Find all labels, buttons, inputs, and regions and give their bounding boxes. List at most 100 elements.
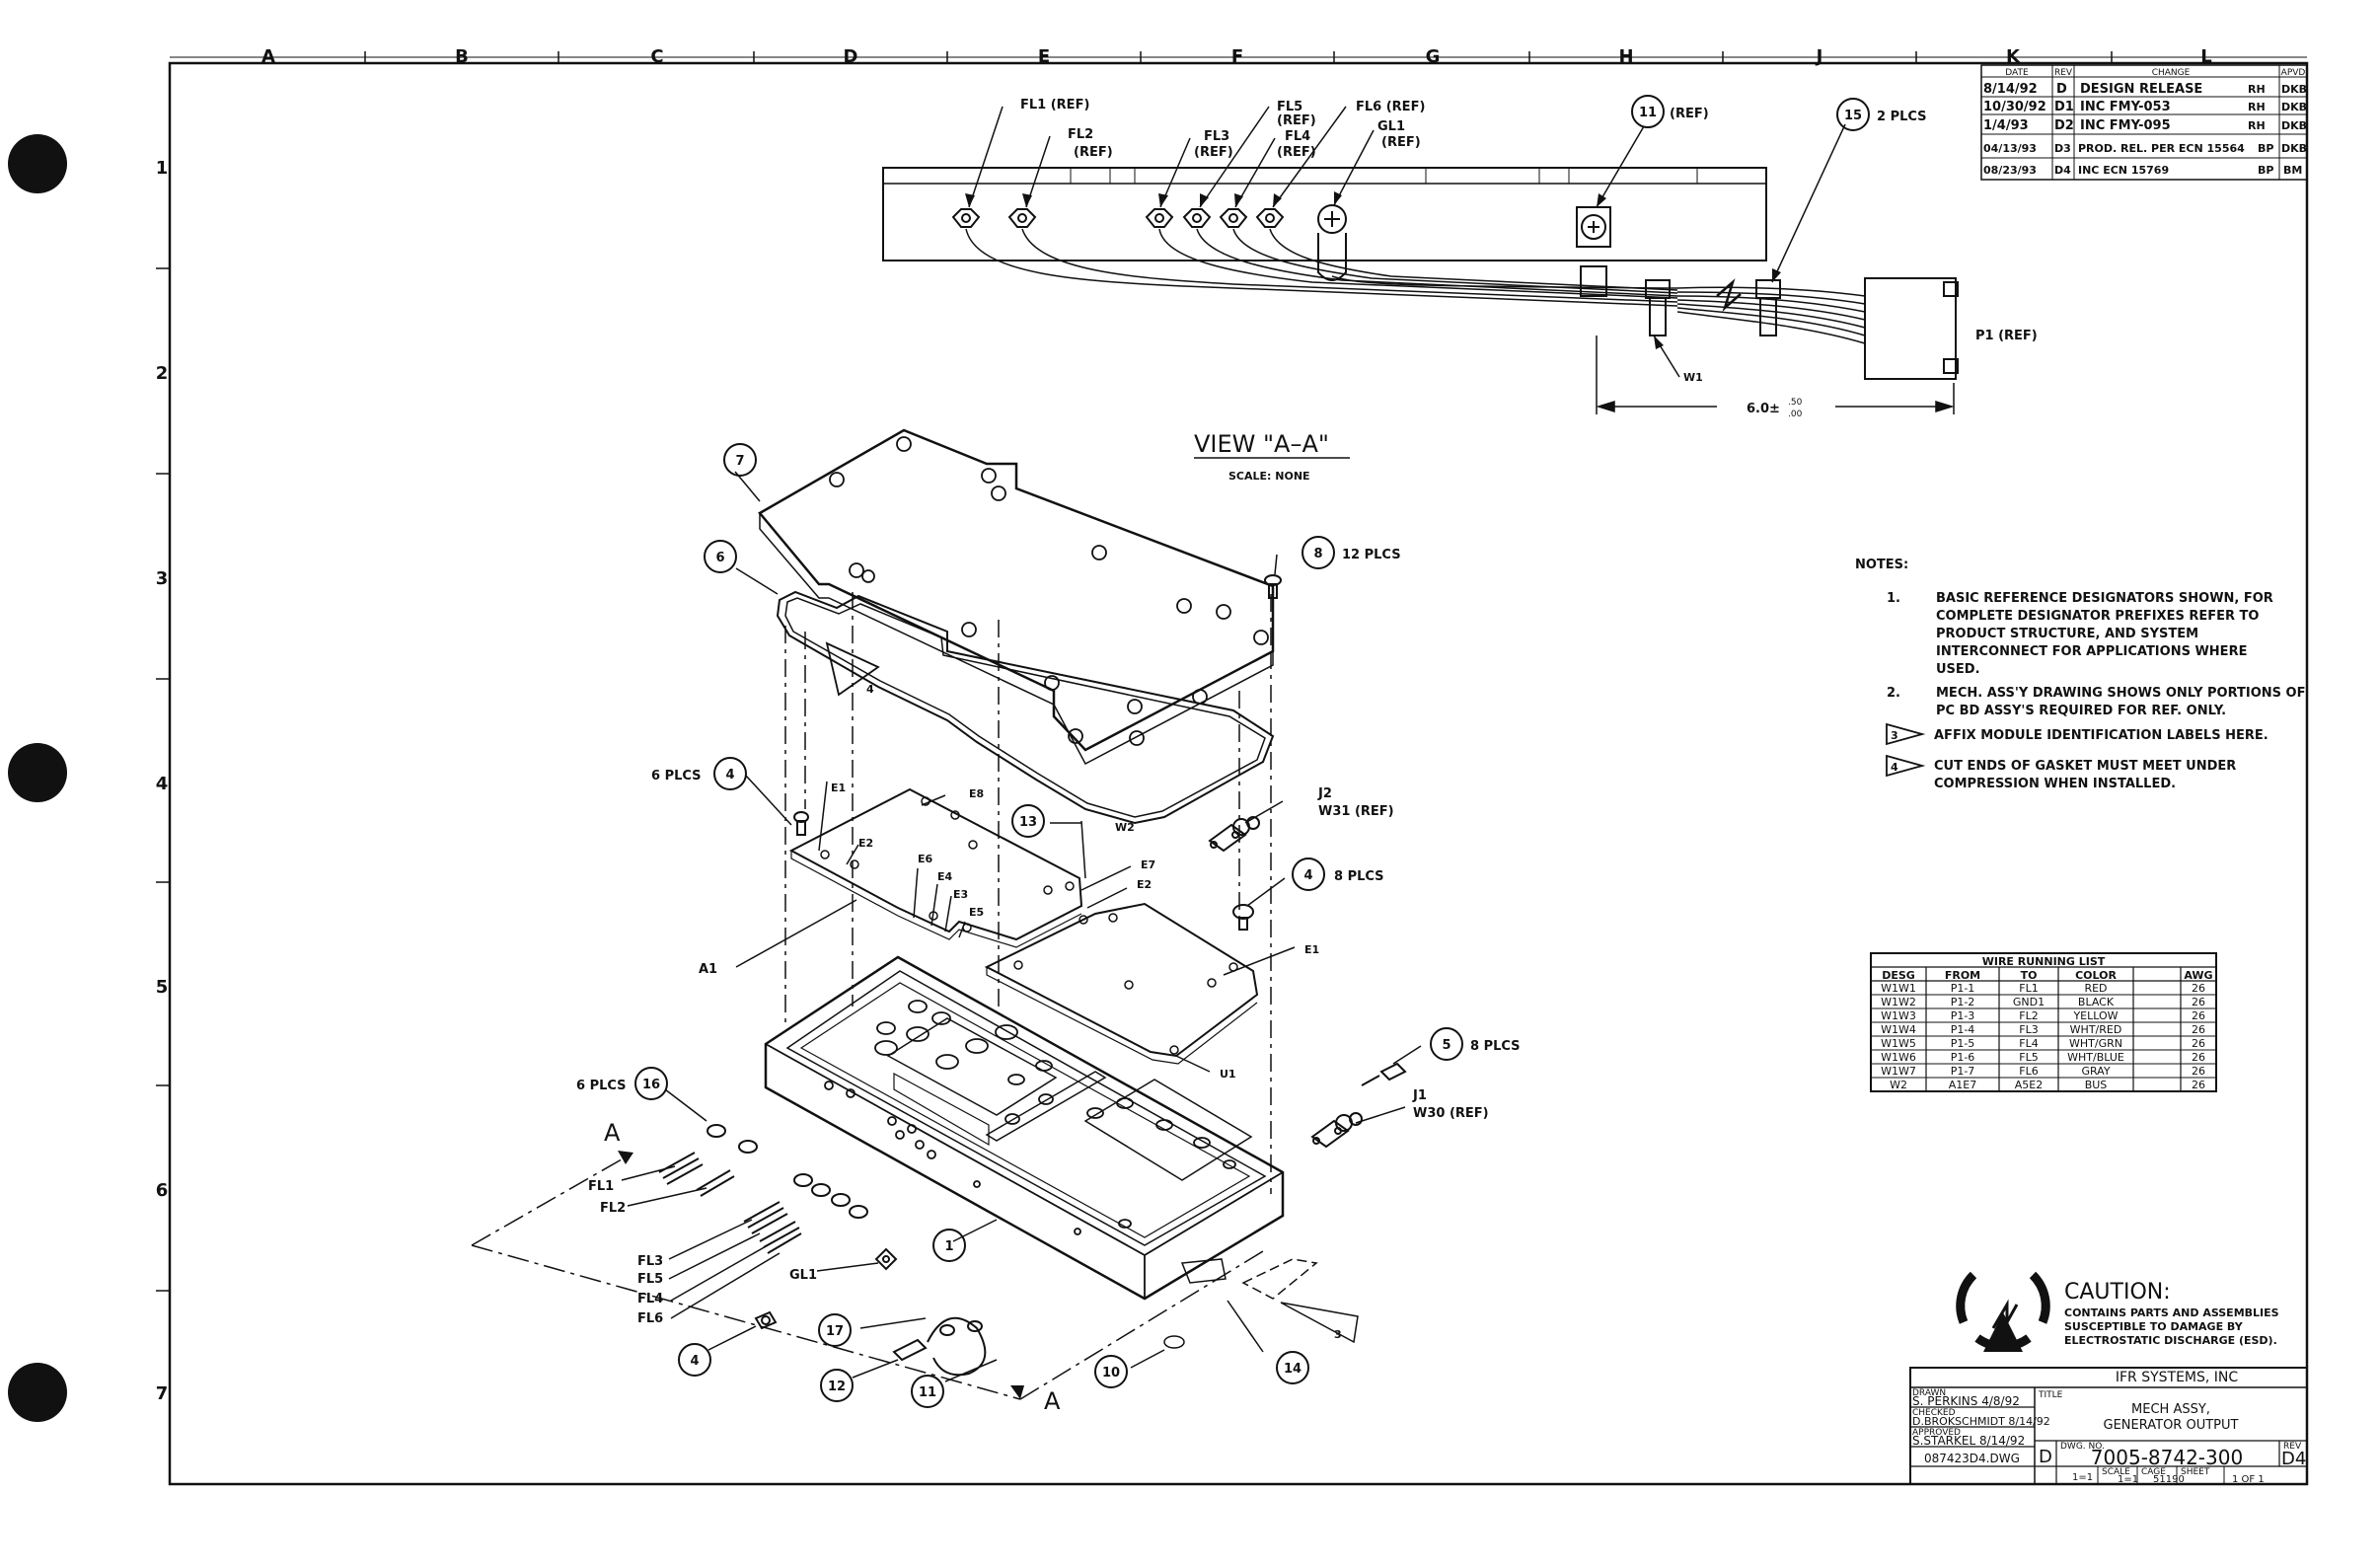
- note-1-line-5: USED.: [1936, 662, 1980, 677]
- wire-cell: 26: [2192, 1023, 2205, 1036]
- gasket: [776, 590, 1275, 825]
- note-1-line-2: COMPLETE DESIGNATOR PREFIXES REFER TO: [1936, 609, 2259, 624]
- rev-row-1-rev: D: [2056, 82, 2067, 97]
- notes-heading: NOTES:: [1855, 558, 1908, 572]
- alignment-lines: [784, 592, 1272, 1194]
- wire-header-color: COLOR: [2075, 969, 2117, 982]
- approved-label: APPROVED: [1912, 1428, 1961, 1438]
- label-e5: E5: [969, 906, 984, 919]
- balloon-7: 7: [735, 454, 744, 469]
- wire-cell: FL4: [2019, 1037, 2038, 1050]
- rev-row-4-by: BP: [2258, 142, 2273, 155]
- rev-row-3-by: RH: [2248, 119, 2266, 132]
- wire-cell: 26: [2192, 982, 2205, 995]
- note-flag-4: [825, 641, 880, 697]
- scale-label: SCALE: [2102, 1467, 2130, 1477]
- rev-row-3-change: INC FMY-095: [2080, 118, 2171, 133]
- title-label: TITLE: [2038, 1390, 2063, 1400]
- wire-cell: W1W6: [1881, 1051, 1916, 1064]
- row-2: 2: [156, 363, 169, 384]
- label-a1: A1: [699, 962, 717, 977]
- label-fl2-ref: (REF): [1074, 145, 1113, 160]
- balloon-8: 8: [1313, 547, 1322, 561]
- label-e7: E7: [1141, 858, 1155, 871]
- wire-cell: W1W1: [1881, 982, 1916, 995]
- wire-list-title: WIRE RUNNING LIST: [1982, 955, 2106, 968]
- balloon-11-top-note: (REF): [1670, 107, 1709, 121]
- housing: [764, 955, 1285, 1301]
- wire-cell: W1W5: [1881, 1037, 1916, 1050]
- rev-row-5-rev: D4: [2054, 164, 2071, 177]
- view-scale: SCALE: NONE: [1228, 470, 1310, 483]
- note-1-num: 1.: [1887, 591, 1900, 606]
- label-fl5: FL5: [1277, 100, 1302, 114]
- balloon-4-middle: 4: [1303, 868, 1312, 883]
- note-4-line-1: CUT ENDS OF GASKET MUST MEET UNDER: [1934, 759, 2236, 774]
- label-w1: W1: [1683, 371, 1703, 384]
- exploded-balloons: [634, 443, 1463, 1408]
- wire-cell: P1-6: [1951, 1051, 1975, 1064]
- esd-caution: CAUTION: CONTAINS PARTS AND ASSEMBLIES S…: [1956, 1271, 2279, 1352]
- balloon-11-lower: 11: [919, 1385, 936, 1400]
- wire-cell: 26: [2192, 996, 2205, 1008]
- dim-tol-minus: .00: [1788, 410, 1803, 419]
- rev-row-2-by: RH: [2248, 101, 2266, 113]
- col-k: K: [2006, 46, 2021, 67]
- note-2-num: 2.: [1887, 686, 1900, 701]
- rev-row-2-rev: D1: [2054, 100, 2074, 114]
- wire-cell: FL1: [2019, 982, 2038, 995]
- file-name: 087423D4.DWG: [1924, 1452, 2020, 1465]
- rev-row-2-change: INC FMY-053: [2080, 100, 2171, 114]
- caution-line-3: ELECTROSTATIC DISCHARGE (ESD).: [2064, 1334, 2277, 1347]
- label-fl1: FL1: [588, 1179, 614, 1194]
- balloon-5-note: 8 PLCS: [1470, 1039, 1521, 1054]
- label-w30: W30 (REF): [1413, 1106, 1489, 1121]
- balloon-8-note: 12 PLCS: [1342, 548, 1401, 562]
- binder-holes: [8, 134, 67, 1422]
- drawing-scale: 1=1: [2118, 1474, 2138, 1485]
- wire-cell: RED: [2084, 982, 2107, 995]
- sheet-label: SHEET: [2181, 1467, 2210, 1477]
- wire-cell: 26: [2192, 1037, 2205, 1050]
- col-g: G: [1426, 46, 1441, 67]
- balloon-12: 12: [828, 1380, 846, 1394]
- label-w31: W31 (REF): [1318, 804, 1394, 819]
- rev-row-1-date: 8/14/92: [1983, 82, 2038, 97]
- wire-header-desg: DESG: [1882, 969, 1915, 982]
- caution-title: CAUTION:: [2064, 1280, 2171, 1305]
- wire-cell: YELLOW: [2072, 1009, 2118, 1022]
- rev-row-3-apvd: DKB: [2281, 119, 2307, 132]
- caution-line-1: CONTAINS PARTS AND ASSEMBLIES: [2064, 1306, 2279, 1319]
- note-4-num: 4: [1891, 761, 1898, 774]
- harness-panel: [882, 167, 1767, 261]
- label-fl4-ref: (REF): [1277, 145, 1316, 160]
- wire-cell: WHT/RED: [2070, 1023, 2122, 1036]
- rev-row-5-change: INC ECN 15769: [2078, 164, 2169, 177]
- label-gl1: GL1: [1377, 119, 1405, 134]
- rev-row-5-apvd: BM: [2283, 164, 2302, 177]
- notes: NOTES: 1. BASIC REFERENCE DESIGNATORS SH…: [1855, 558, 2305, 791]
- col-h: H: [1618, 46, 1633, 67]
- label-e3: E3: [953, 888, 968, 901]
- wire-cell: GRAY: [2081, 1065, 2110, 1078]
- view-title: VIEW "A–A": [1194, 430, 1329, 458]
- wire-cell: GND1: [2013, 996, 2045, 1008]
- checked-by: D.BROKSCHMIDT 8/14/92: [1912, 1415, 2050, 1428]
- rev-header-change: CHANGE: [2152, 68, 2191, 78]
- length-dimension: [1596, 336, 1955, 414]
- label-e8: E8: [969, 787, 984, 800]
- wire-header-awg: AWG: [2184, 969, 2212, 982]
- section-arrows: [618, 1151, 1024, 1399]
- exploded-leaders: [621, 471, 1422, 1382]
- zone-rows: 1 2 3 4 5 6 7: [156, 158, 170, 1404]
- section-a-left: A: [604, 1119, 621, 1147]
- row-5: 5: [156, 977, 169, 998]
- balloon-17: 17: [826, 1324, 844, 1339]
- wire-cell: WHT/BLUE: [2067, 1051, 2124, 1064]
- wire-running-list: WIRE RUNNING LIST DESG FROM TO COLOR AWG…: [1870, 952, 2217, 1092]
- label-patch: [1163, 1258, 1359, 1349]
- col-j: J: [1815, 46, 1823, 67]
- wire-cell: P1-4: [1951, 1023, 1975, 1036]
- balloon-16-note: 6 PLCS: [576, 1079, 627, 1093]
- screw-8: [1264, 574, 1282, 599]
